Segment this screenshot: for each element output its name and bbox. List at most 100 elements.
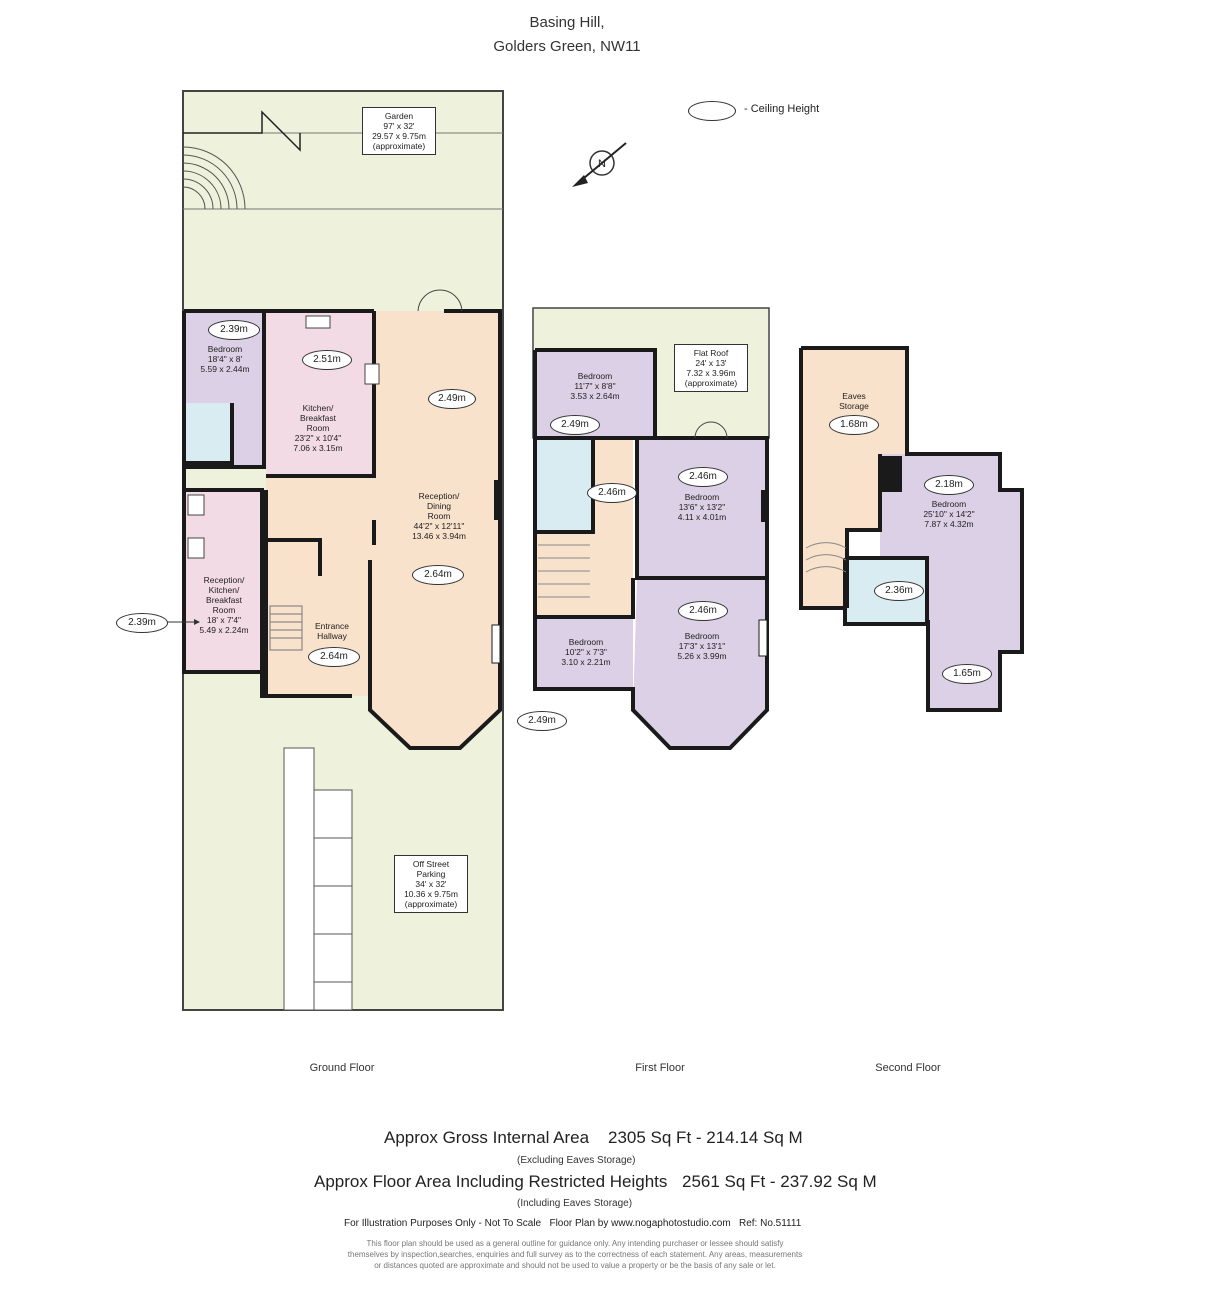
first-floor-name: First Floor: [635, 1062, 685, 1074]
sf-eaves-name-2: Storage: [839, 401, 869, 411]
flat-roof-name: Flat Roof: [693, 348, 729, 358]
gf-french-doors: [417, 289, 463, 312]
restricted-area-value: 2561 Sq Ft - 237.92 Sq M: [682, 1172, 877, 1191]
sf-chimney: [880, 456, 902, 492]
flat-roof-label: Flat Roof 24' x 13' 7.32 x 3.96m (approx…: [674, 344, 748, 392]
ff-landing-room: [593, 440, 633, 615]
gf-bedroom-name: Bedroom: [207, 344, 243, 354]
sf-bedroom-ceiling: 2.18m: [924, 475, 974, 495]
ff-bedroom-a-imperial: 11'7" x 8'8": [574, 381, 616, 391]
ff-bedroom-d-name: Bedroom: [568, 637, 604, 647]
gf-reception-imperial: 44'2" x 12'11": [413, 521, 465, 531]
ff-bedroom-b-label: Bedroom 13'6" x 13'2" 4.11 x 4.01m: [666, 492, 738, 522]
ff-landing-ceiling: 2.46m: [587, 483, 637, 503]
parking-imperial: 34' x 32': [415, 879, 447, 889]
gf-shower-room: [184, 403, 232, 463]
garden-name: Garden: [384, 111, 414, 121]
gf-reception-room: [370, 311, 500, 748]
ff-bedroom-d-metric: 3.10 x 2.21m: [561, 657, 611, 667]
ff-bedroom-c-ceiling: 2.46m: [678, 601, 728, 621]
ff-bedroom-b-room: [637, 440, 767, 576]
gf-reception-ceiling-bottom: 2.64m: [412, 565, 464, 585]
sf-stair-area: [801, 528, 847, 608]
plan-title-line1: Basing Hill,: [529, 14, 605, 31]
disclaimer-line-3: or distances quoted are approximate and …: [374, 1261, 776, 1270]
restricted-area-label: Approx Floor Area Including Restricted H…: [314, 1172, 668, 1191]
ff-bedroom-c-metric: 5.26 x 3.99m: [677, 651, 727, 661]
gf-reception-kitchen-label: Reception/ Kitchen/ Breakfast Room 18' x…: [188, 575, 260, 635]
gf-reception-name-3: Room: [427, 511, 451, 521]
second-floor-house: [799, 346, 1024, 712]
ff-stairs: [538, 544, 590, 598]
disclaimer-line-2: themselves by inspection,searches, enqui…: [347, 1250, 803, 1259]
parking-metric: 10.36 x 9.75m: [404, 889, 458, 899]
garden-metric: 29.57 x 9.75m: [372, 131, 426, 141]
gf-hallway-room: [266, 476, 374, 696]
parking-name-1: Off Street: [412, 859, 450, 869]
sf-bedroom-name: Bedroom: [931, 499, 967, 509]
restricted-area-note: (Including Eaves Storage): [517, 1198, 633, 1209]
flat-roof-approx: (approximate): [684, 378, 738, 388]
svg-text:N: N: [598, 158, 606, 170]
sf-bedroom-imperial: 25'10" x 14'2": [923, 509, 975, 519]
ff-bedroom-d-room: [535, 617, 633, 689]
ff-bedroom-b-name: Bedroom: [684, 492, 720, 502]
gf-reception-kitchen-sink: [187, 494, 205, 516]
ff-bedroom-a-metric: 3.53 x 2.64m: [570, 391, 620, 401]
ff-bedroom-d-imperial: 10'2" x 7'3": [565, 647, 607, 657]
gross-area-note: (Excluding Eaves Storage): [517, 1155, 636, 1166]
ff-bedroom-a-label: Bedroom 11'7" x 8'8" 3.53 x 2.64m: [560, 371, 630, 401]
ff-bedroom-b-imperial: 13'6" x 13'2": [678, 502, 726, 512]
sf-bedroom-room: [880, 454, 1022, 710]
sf-bath-ceiling: 2.36m: [874, 581, 924, 601]
gf-reception-kitchen-metric: 5.49 x 2.24m: [199, 625, 249, 635]
ff-stairs-area: [535, 532, 593, 617]
parking-label: Off Street Parking 34' x 32' 10.36 x 9.7…: [394, 855, 468, 913]
ff-fireplace-1: [761, 490, 767, 522]
ff-bedroom-b-metric: 4.11 x 4.01m: [677, 512, 727, 522]
footer-credit: For Illustration Purposes Only - Not To …: [344, 1218, 802, 1229]
gf-reception-kitchen-name-2: Kitchen/: [208, 585, 240, 595]
ff-bedroom-b-ceiling: 2.46m: [678, 467, 728, 487]
sf-bedroom-metric: 7.87 x 4.32m: [924, 519, 974, 529]
gf-reception-kitchen-name-3: Breakfast: [206, 595, 242, 605]
ff-bathroom-room: [535, 440, 593, 532]
ceiling-height-legend-oval: [688, 101, 736, 121]
parking-approx: (approximate): [404, 899, 458, 909]
gf-bedroom-label: Bedroom 18'4" x 8' 5.59 x 2.44m: [190, 344, 260, 374]
gf-kitchen-name-3: Room: [306, 423, 330, 433]
gf-reception-metric: 13.46 x 3.94m: [412, 531, 466, 541]
gross-area-value: 2305 Sq Ft - 214.14 Sq M: [608, 1128, 803, 1147]
gf-entrance-ceiling: 2.64m: [308, 647, 360, 667]
ff-bedroom-c-name: Bedroom: [684, 631, 720, 641]
sf-eaves-label: Eaves Storage: [826, 391, 882, 411]
gf-kitchen-hob: [364, 363, 380, 385]
gf-kitchen-room: [266, 311, 374, 476]
ff-bedroom-c-label: Bedroom 17'3" x 13'1" 5.26 x 3.99m: [666, 631, 738, 661]
driveway: [283, 747, 353, 1011]
gf-kitchen-sink: [305, 315, 331, 329]
garden-imperial: 97' x 32': [383, 121, 415, 131]
north-compass-icon: N: [572, 142, 627, 187]
ff-bedroom-c-room: [633, 578, 767, 748]
ff-bedroom-c-imperial: 17'3" x 13'1": [678, 641, 726, 651]
second-floor-name: Second Floor: [875, 1062, 941, 1074]
gf-reception-kitchen-name-4: Room: [212, 605, 236, 615]
gf-reception-kitchen-imperial: 18' x 7'4": [206, 615, 242, 625]
gf-fireplace-1: [494, 480, 500, 520]
gf-bedroom-metric: 5.59 x 2.44m: [200, 364, 250, 374]
sf-eaves-ceiling: 1.68m: [829, 415, 879, 435]
gf-reception-kitchen-room: [184, 490, 262, 670]
gf-stairs: [269, 605, 303, 651]
gf-bedroom-ceiling: 2.39m: [208, 320, 260, 340]
sf-stairs: [805, 542, 847, 573]
gf-entrance-name-2: Hallway: [317, 631, 347, 641]
gf-reception-kitchen-name-1: Reception/: [203, 575, 245, 585]
gf-reception-kitchen-ceiling: 2.39m: [116, 613, 168, 633]
gf-kitchen-metric: 7.06 x 3.15m: [293, 443, 343, 453]
gf-reception-name-2: Dining: [426, 501, 452, 511]
ff-french-doors: [694, 421, 728, 439]
gf-reception-kitchen-hob: [187, 537, 205, 559]
sf-eaves-name-1: Eaves: [842, 391, 866, 401]
